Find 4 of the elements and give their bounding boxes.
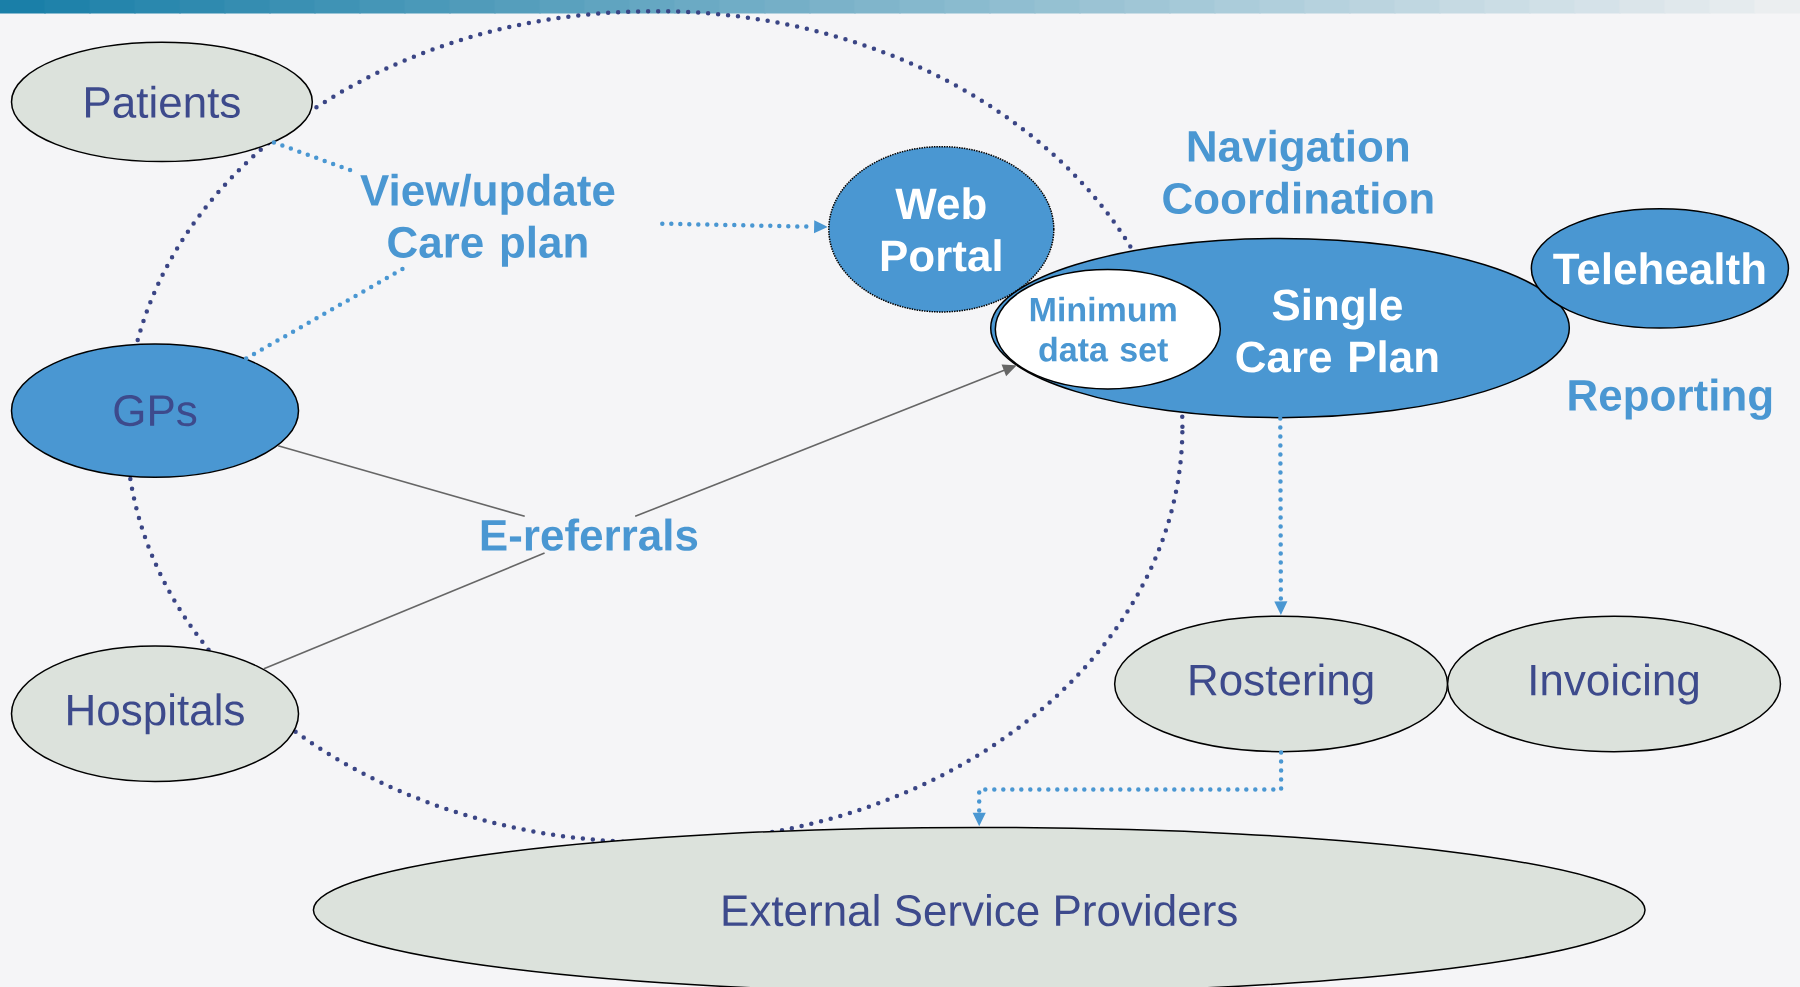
- text-label: E-referrals: [481, 518, 698, 551]
- floating-label: Reporting: [1569, 378, 1772, 420]
- floating-label: Navigation Coordination: [1163, 129, 1433, 215]
- text-label: View/update Care plan: [360, 173, 615, 267]
